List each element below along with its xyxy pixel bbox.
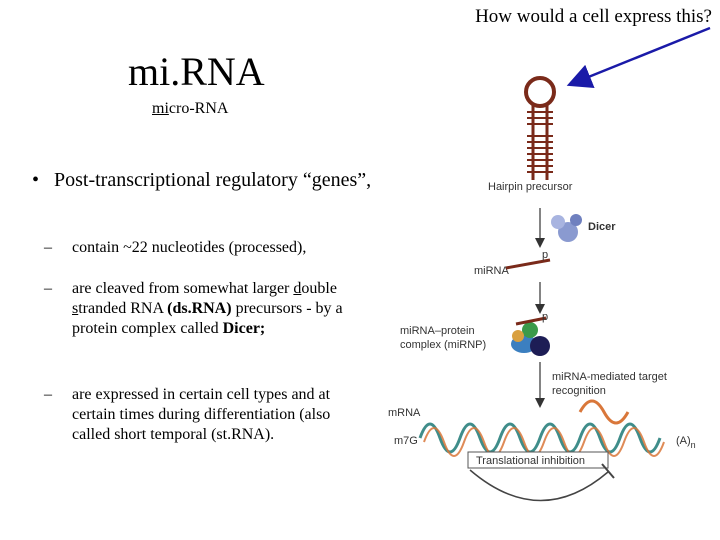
sub2-part1: are cleaved from somewhat larger	[72, 280, 294, 297]
sub-bullet-1: – contain ~22 nucleotides (processed),	[44, 238, 344, 258]
slide-subtitle: micro-RNA	[152, 100, 228, 118]
polya-label: (A)n	[676, 435, 696, 450]
sub-bullet-3-marker: –	[44, 386, 52, 403]
mirna-pathway-figure: Hairpin precursor Dicer miRNA p p miRNA–…	[388, 76, 696, 502]
step-arrowhead-1	[535, 238, 545, 248]
subtitle-underlined: mi	[152, 100, 169, 117]
sub2-part2: ouble	[301, 280, 337, 297]
sub-bullet-2-text: are cleaved from somewhat larger double …	[72, 279, 344, 339]
question-text: How would a cell express this?	[475, 6, 712, 27]
mirna-label: miRNA	[474, 265, 509, 277]
step-arrowhead-2	[535, 304, 545, 314]
main-bullet: • Post-transcriptional regulatory “genes…	[32, 168, 372, 192]
polya-text: (A)	[676, 435, 691, 447]
inhibition-label: Translational inhibition	[476, 455, 585, 467]
sub-bullet-1-text: contain ~22 nucleotides (processed),	[72, 239, 307, 256]
inhibition-bar	[601, 463, 615, 479]
sub-bullet-2: – are cleaved from somewhat larger doubl…	[44, 279, 344, 339]
sub-bullet-1-marker: –	[44, 239, 52, 256]
sub-bullet-3-text: are expressed in certain cell types and …	[72, 386, 331, 443]
mirnp-label-1: miRNA–protein	[400, 325, 475, 337]
dicer-label: Dicer	[588, 221, 616, 233]
target-label-1: miRNA-mediated target	[552, 371, 667, 383]
mrna-label: mRNA	[388, 407, 421, 419]
inhibition-box	[467, 451, 609, 469]
p-label-2: p	[542, 311, 548, 323]
hairpin-label: Hairpin precursor	[488, 181, 573, 193]
hairpin-icon	[524, 76, 556, 180]
sub2-dicer: Dicer;	[222, 320, 266, 337]
sub-bullet-2-marker: –	[44, 280, 52, 297]
pointer-arrow	[566, 26, 711, 88]
mirna-strand	[505, 258, 551, 270]
mrna-strand-orange	[423, 427, 665, 457]
bound-mirna-strand	[578, 399, 630, 425]
cap-label: m7G	[394, 435, 418, 447]
sub2-dsrna: (ds.RNA)	[167, 300, 232, 317]
subtitle-rest: cro-RNA	[168, 100, 229, 117]
bullet-marker: •	[32, 169, 40, 191]
p-label-1: p	[542, 249, 548, 261]
sub2-d-underlined: d	[293, 280, 302, 297]
sub2-s-underlined: s	[72, 300, 79, 317]
mrna-strand-teal	[418, 422, 662, 454]
target-label-2: recognition	[552, 385, 606, 397]
dicer-icon	[551, 214, 582, 242]
sub-bullet-3: – are expressed in certain cell types an…	[44, 385, 344, 445]
step-arrowhead-3	[535, 398, 545, 408]
inhibition-curve	[469, 469, 609, 502]
sub2-part4: precursors - by a protein complex called	[72, 300, 343, 337]
bullet-text: Post-transcriptional regulatory “genes”,	[54, 169, 372, 191]
mirnp-label-2: complex (miRNP)	[400, 339, 486, 351]
slide-title: mi.RNA	[128, 49, 265, 94]
polya-subscript: n	[691, 440, 696, 450]
mirnp-complex-icon	[511, 316, 550, 356]
sub2-part3: tranded RNA	[78, 300, 168, 317]
